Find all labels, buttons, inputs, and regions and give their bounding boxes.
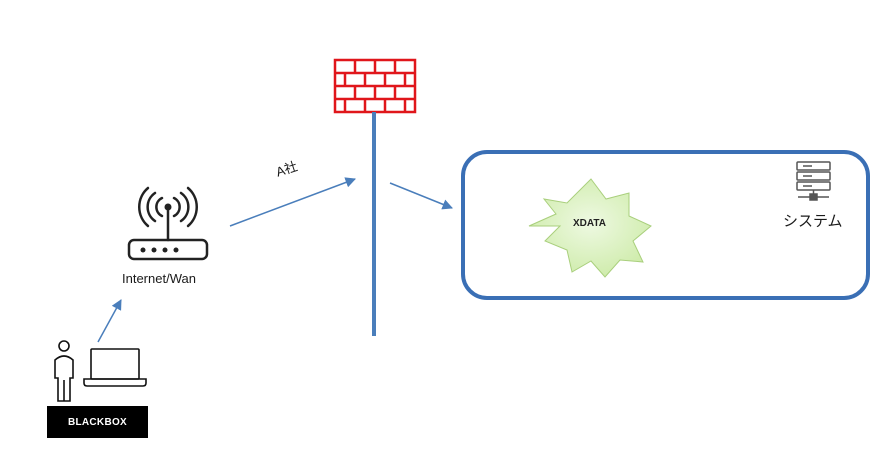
- xdata-burst: [528, 178, 652, 278]
- firewall-brick-icon: [333, 58, 417, 114]
- arrow-firewall-to-zone: [389, 182, 453, 210]
- arrow-router-to-firewall: [229, 177, 356, 227]
- system-label: システム: [783, 213, 843, 230]
- server-rack-icon: [796, 161, 831, 201]
- blackbox-label: BLACKBOX: [47, 406, 148, 438]
- arrow-user-to-router: [97, 299, 122, 343]
- router-lights: [140, 203, 179, 253]
- person-icon: [54, 340, 74, 402]
- internal-zone: [461, 150, 870, 300]
- wifi-router-icon: [127, 186, 209, 261]
- laptop-icon: [83, 348, 147, 387]
- router-label: Internet/Wan: [122, 271, 196, 286]
- burst-label: XDATA: [573, 218, 606, 229]
